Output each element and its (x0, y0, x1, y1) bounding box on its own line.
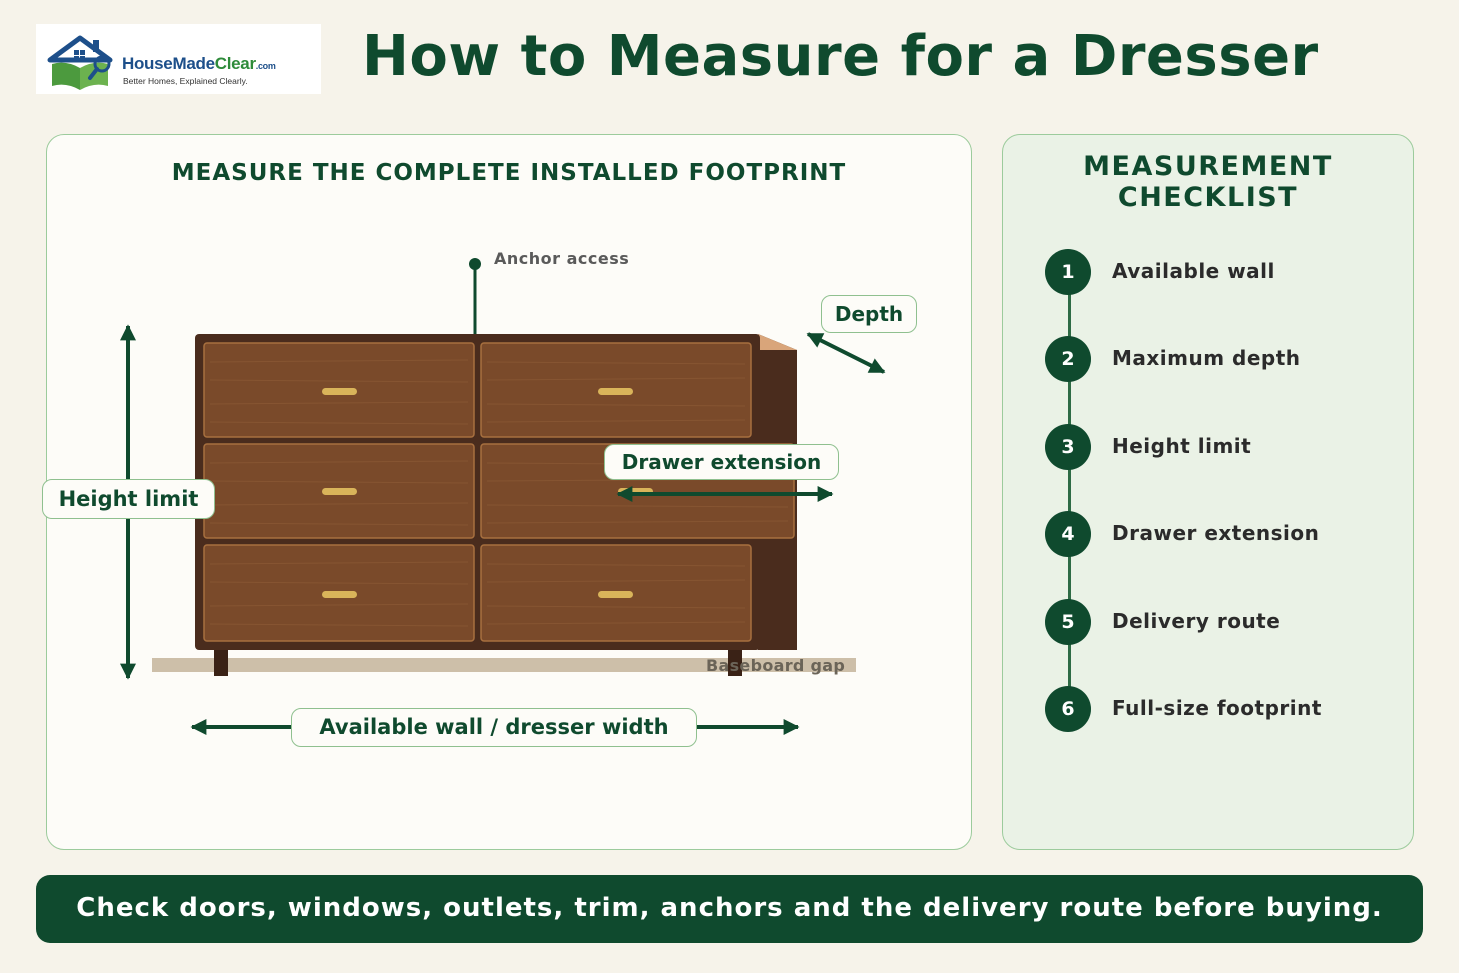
checklist-item: 4 Drawer extension (1045, 511, 1405, 559)
handle (322, 488, 357, 495)
step-label: Drawer extension (1112, 521, 1320, 545)
checklist-panel: MEASUREMENT CHECKLIST 1 Available wall 2… (1002, 134, 1414, 850)
dresser-top-edge (758, 334, 797, 350)
step-number: 3 (1045, 424, 1091, 470)
baseboard-gap-label: Baseboard gap (706, 656, 846, 675)
checklist-item: 2 Maximum depth (1045, 336, 1405, 384)
checklist-title: MEASUREMENT CHECKLIST (1083, 151, 1333, 213)
step-number: 4 (1045, 511, 1091, 557)
handle (322, 388, 357, 395)
checklist-item: 5 Delivery route (1045, 599, 1405, 647)
checklist-item: 1 Available wall (1045, 249, 1405, 297)
checklist-item: 3 Height limit (1045, 424, 1405, 472)
step-label: Delivery route (1112, 609, 1281, 633)
step-number: 2 (1045, 336, 1091, 382)
dresser-leg (728, 648, 742, 676)
house-book-icon (47, 35, 113, 90)
step-label: Full-size footprint (1112, 696, 1322, 720)
dresser-leg (214, 648, 228, 676)
wood-grain (209, 359, 789, 627)
baseboard (152, 658, 856, 672)
diagram-heading: MEASURE THE COMPLETE INSTALLED FOOTPRINT (171, 160, 847, 186)
depth-arrow (806, 332, 886, 374)
checklist-item: 6 Full-size footprint (1045, 686, 1405, 734)
page-title: How to Measure for a Dresser (362, 24, 1319, 89)
brand-name: HouseMadeClear.com (122, 54, 276, 73)
footer-text: Check doors, windows, outlets, trim, anc… (76, 893, 1383, 923)
step-number: 1 (1045, 249, 1091, 295)
footer-banner: Check doors, windows, outlets, trim, anc… (36, 875, 1423, 943)
handle (598, 591, 633, 598)
step-number: 5 (1045, 599, 1091, 645)
anchor-dot (469, 258, 481, 270)
brand-tagline: Better Homes, Explained Clearly. (123, 76, 248, 86)
depth-callout: Depth (821, 295, 917, 333)
step-label: Available wall (1112, 259, 1275, 283)
width-callout: Available wall / dresser width (291, 708, 697, 747)
step-number: 6 (1045, 686, 1091, 732)
anchor-access-label: Anchor access (494, 249, 630, 268)
drawer-extension-callout: Drawer extension (604, 444, 839, 480)
handle (322, 591, 357, 598)
step-label: Height limit (1112, 434, 1252, 458)
handle (598, 388, 633, 395)
step-label: Maximum depth (1112, 346, 1301, 370)
brand-logo: HouseMadeClear.com Better Homes, Explain… (36, 24, 321, 94)
height-limit-callout: Height limit (42, 479, 215, 519)
checklist-connector (1068, 275, 1071, 713)
